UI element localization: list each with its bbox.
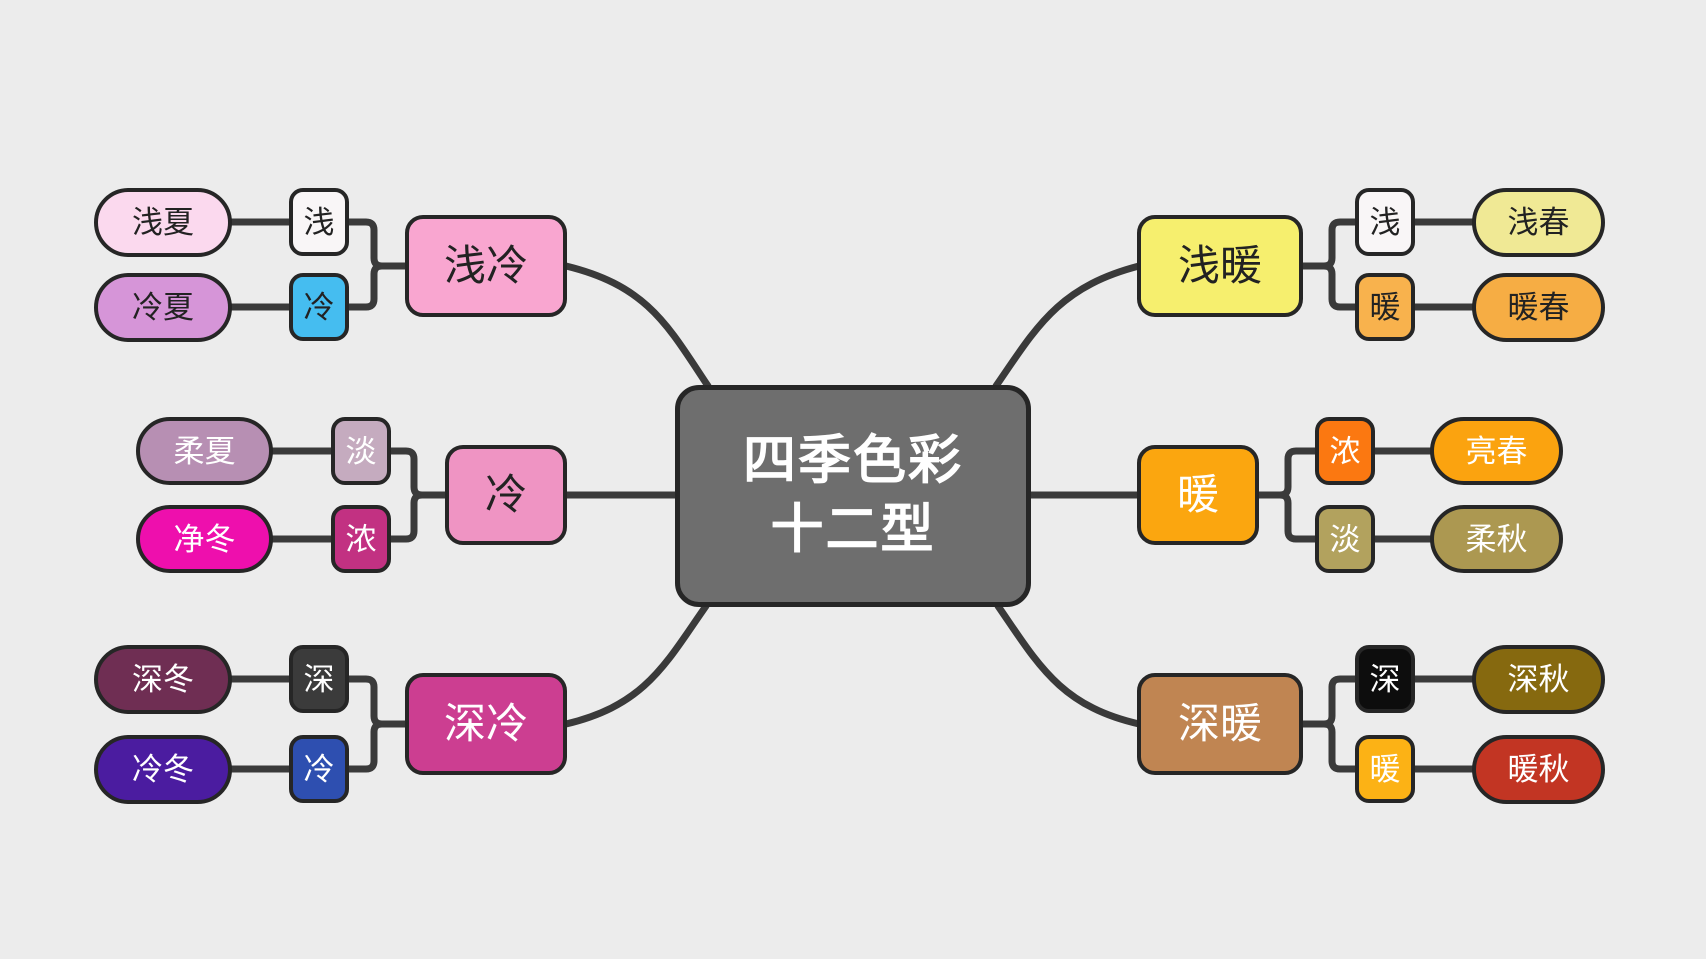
branch-deep-warm[interactable]: 深暖 <box>1137 673 1303 775</box>
modifier-warm-muted[interactable]: 淡 <box>1315 505 1375 573</box>
leaf-soft-summer[interactable]: 柔夏 <box>136 417 273 485</box>
modifier-deep-warm-warm[interactable]: 暖 <box>1355 735 1415 803</box>
connector-light-cool-light <box>345 218 410 270</box>
modifier-light-warm-warm[interactable]: 暖 <box>1355 273 1415 341</box>
branch-cool[interactable]: 冷 <box>445 445 567 545</box>
branch-light-cool[interactable]: 浅冷 <box>405 215 567 317</box>
modifier-cool-muted[interactable]: 淡 <box>331 417 391 485</box>
branch-warm[interactable]: 暖 <box>1137 445 1259 545</box>
center-topic-line2: 十二型 <box>770 500 936 559</box>
center-topic[interactable]: 四季色彩 十二型 <box>675 385 1031 607</box>
connector-warm-muted <box>1254 491 1320 543</box>
leaf-cool-summer[interactable]: 冷夏 <box>94 273 232 342</box>
leaf-warm-autumn[interactable]: 暖秋 <box>1472 735 1605 804</box>
leaf-clear-winter[interactable]: 净冬 <box>136 505 273 573</box>
modifier-light-cool-cool[interactable]: 冷 <box>289 273 349 341</box>
connector-warm-rich <box>1254 447 1320 499</box>
connector-center-branch-light-cool <box>562 262 712 390</box>
connector-light-warm-light <box>1298 218 1360 270</box>
connector-center-branch-deep-cool <box>562 602 710 728</box>
modifier-light-cool-light[interactable]: 浅 <box>289 188 349 256</box>
branch-deep-cool[interactable]: 深冷 <box>405 673 567 775</box>
leaf-deep-winter[interactable]: 深冬 <box>94 645 232 714</box>
connector-cool-muted <box>387 447 450 499</box>
modifier-deep-cool-cool[interactable]: 冷 <box>289 735 349 803</box>
connector-light-warm-warm <box>1298 262 1360 311</box>
leaf-light-spring[interactable]: 浅春 <box>1472 188 1605 257</box>
connector-light-cool-cool <box>345 262 410 311</box>
modifier-warm-rich[interactable]: 浓 <box>1315 417 1375 485</box>
leaf-light-summer[interactable]: 浅夏 <box>94 188 232 257</box>
connector-deep-warm-deep <box>1298 675 1360 728</box>
leaf-deep-autumn[interactable]: 深秋 <box>1472 645 1605 714</box>
center-topic-line1: 四季色彩 <box>743 431 963 491</box>
leaf-soft-autumn[interactable]: 柔秋 <box>1430 505 1563 573</box>
leaf-bright-spring[interactable]: 亮春 <box>1430 417 1563 485</box>
connector-deep-cool-cool <box>345 720 410 773</box>
connector-center-branch-deep-warm <box>994 602 1143 728</box>
branch-light-warm[interactable]: 浅暖 <box>1137 215 1303 317</box>
modifier-cool-rich[interactable]: 浓 <box>331 505 391 573</box>
modifier-deep-warm-deep[interactable]: 深 <box>1355 645 1415 713</box>
modifier-deep-cool-deep[interactable]: 深 <box>289 645 349 713</box>
connector-deep-warm-warm <box>1298 720 1360 773</box>
leaf-warm-spring[interactable]: 暖春 <box>1472 273 1605 342</box>
connector-deep-cool-deep <box>345 675 410 728</box>
modifier-light-warm-light[interactable]: 浅 <box>1355 188 1415 256</box>
leaf-cool-winter[interactable]: 冷冬 <box>94 735 232 804</box>
connector-center-branch-light-warm <box>992 262 1143 390</box>
connector-cool-rich <box>387 491 450 543</box>
